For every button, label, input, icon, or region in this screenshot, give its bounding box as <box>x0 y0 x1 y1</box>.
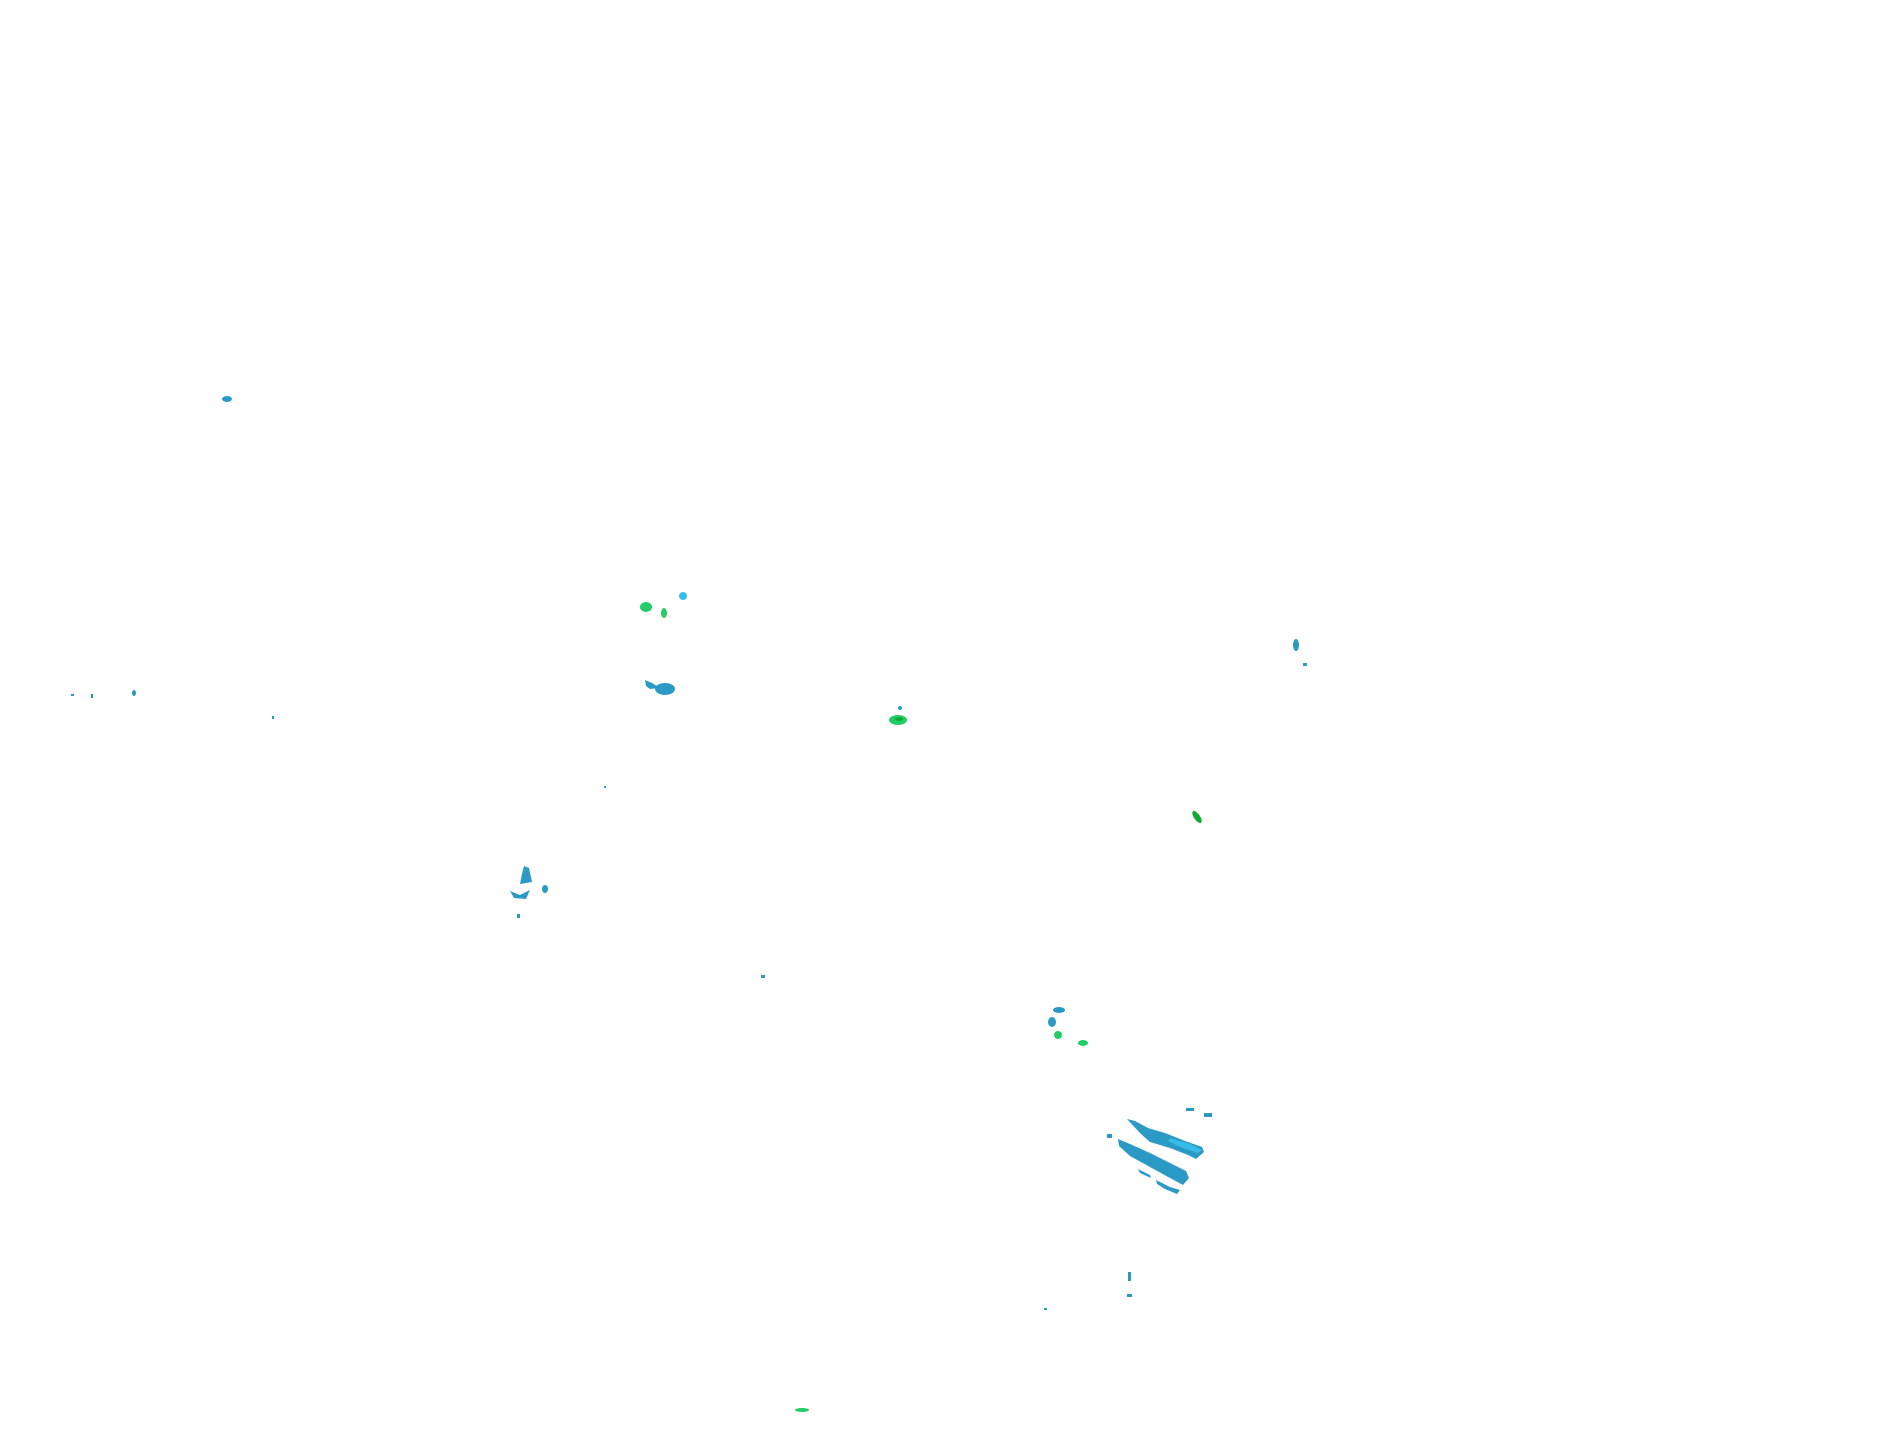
precip-cell <box>1127 1294 1132 1297</box>
precip-band <box>1118 1139 1189 1185</box>
precip-cell <box>222 396 232 402</box>
precip-cell <box>1053 1007 1065 1013</box>
precip-cell <box>1128 1272 1131 1281</box>
precip-cell <box>1048 1017 1056 1027</box>
precip-cells-moderate <box>679 592 1202 1153</box>
precip-cell <box>1186 1108 1194 1111</box>
precip-band <box>1127 1119 1204 1159</box>
precip-cell <box>520 866 532 884</box>
precip-core <box>1168 1138 1202 1153</box>
precip-cell <box>1293 639 1299 651</box>
precip-cells-light <box>71 396 1307 1310</box>
precip-cell <box>655 683 675 695</box>
precip-cell <box>517 914 520 918</box>
precip-cells-intense <box>895 717 1202 823</box>
precip-cell <box>898 706 902 710</box>
precip-cell <box>1138 1169 1151 1178</box>
precip-cell <box>272 716 274 719</box>
precip-cell <box>761 975 765 978</box>
precip-cell <box>1156 1180 1180 1194</box>
precip-cells-heavy <box>640 602 1088 1412</box>
precip-cell <box>1204 1113 1212 1117</box>
precip-cell <box>1303 663 1307 666</box>
precip-cell <box>542 885 548 893</box>
precip-cell <box>1107 1134 1112 1138</box>
precip-cell <box>1192 811 1202 823</box>
precip-cell <box>1078 1040 1088 1046</box>
precip-cell <box>71 694 74 696</box>
precip-cell <box>1044 1308 1047 1310</box>
precip-cell <box>132 690 136 696</box>
precip-cell <box>795 1408 809 1412</box>
precip-cell <box>679 592 687 600</box>
precip-cell <box>1054 1031 1062 1039</box>
precip-cell <box>640 602 652 612</box>
precip-cell <box>661 608 667 618</box>
precip-cell <box>604 786 606 788</box>
precip-cell <box>91 694 93 698</box>
precip-cell <box>895 717 903 721</box>
precip-cell <box>510 890 530 899</box>
precip-cell <box>645 680 660 689</box>
